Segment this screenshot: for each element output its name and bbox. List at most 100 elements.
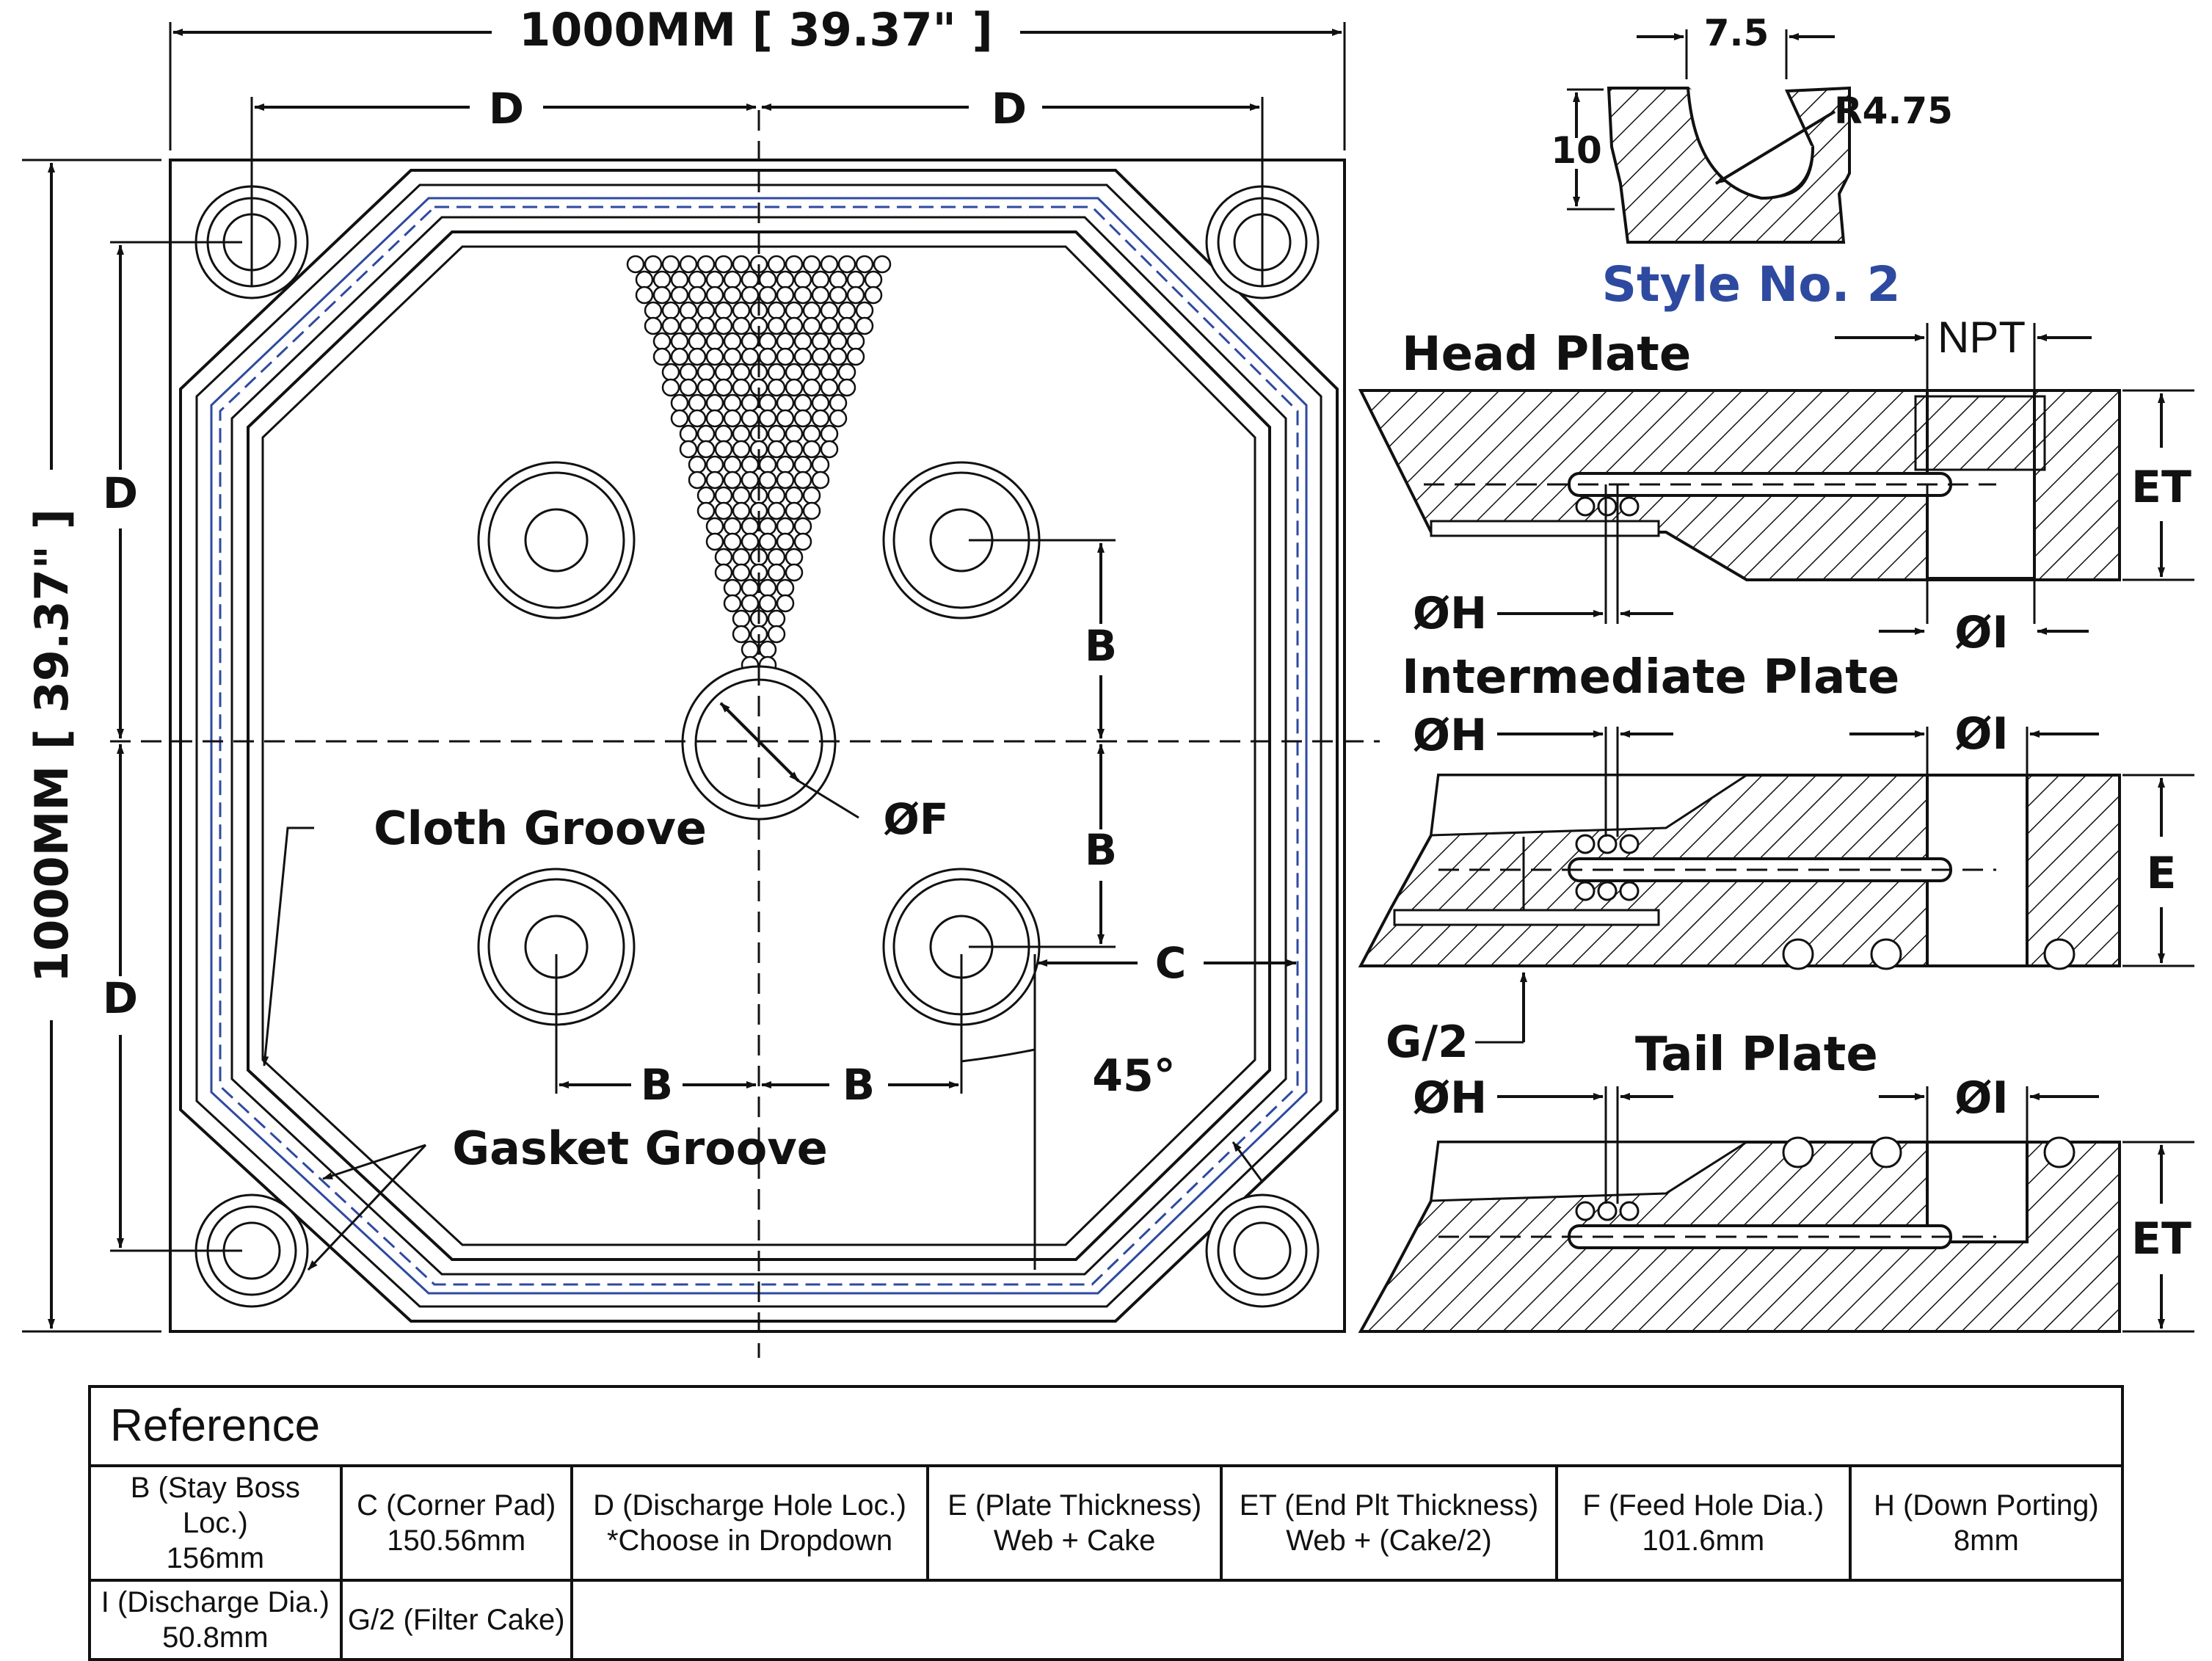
drain-dot [714,548,733,567]
drain-dot [855,301,874,320]
drain-dot [820,301,839,320]
drain-dot [705,517,724,536]
drain-dot [758,409,777,428]
drain-dot [723,532,742,551]
ref-cell-et: ET (End Plt Thickness)Web + (Cake/2) [1220,1464,1558,1582]
drain-dot [741,347,760,366]
drain-dot [661,316,680,335]
drain-dot [846,347,865,366]
drain-dot [732,486,751,505]
ref-cell-f: F (Feed Hole Dia.)101.6mm [1554,1464,1852,1582]
ref-cell-g2: G/2 (Filter Cake) [339,1579,573,1661]
et-label-head: ET [2131,462,2191,513]
drain-dot [820,440,839,459]
drain-dot [688,409,707,428]
drain-dot [741,578,760,597]
drain-dot [732,501,751,520]
drain-dot [820,378,839,397]
drain-dot [688,393,707,412]
phi-h-label-tail: ØH [1413,1072,1487,1124]
tail-plate-title: Tail Plate [1635,1028,1878,1082]
drain-dot [696,424,716,443]
drain-dot [714,378,733,397]
drain-dot [688,347,707,366]
drain-dot [802,301,821,320]
drain-dot [652,286,672,305]
phi-h-label-inter: ØH [1413,710,1487,761]
drain-dot [741,393,760,412]
plate-labels: 1000MM [ 39.37" ] D D 1000MM [ 39.37" ] … [25,3,1186,1175]
drain-dot [705,286,724,305]
drain-dot [776,332,795,351]
drain-dot [758,470,777,490]
height-dimension-label: 1000MM [ 39.37" ] [25,509,79,983]
drain-dot [758,455,777,474]
drain-dot [820,424,839,443]
drain-dot [758,640,777,659]
ref-cell-h: H (Down Porting)8mm [1848,1464,2125,1582]
drain-dot [758,532,777,551]
drain-dot [679,301,698,320]
drain-dot [864,270,883,289]
drain-dot [723,517,742,536]
drain-dot [785,301,804,320]
drain-dot [785,316,804,335]
tail-plate-section: Tail Plate ET ØH ØI [1358,1028,2194,1333]
drain-dot [732,563,751,582]
drain-dot [714,301,733,320]
drain-dot [741,409,760,428]
drain-dot [723,455,742,474]
drain-dot [802,501,821,520]
drain-dot [714,316,733,335]
drain-dot [758,332,777,351]
drain-dot [670,332,689,351]
ref-cell-c: C (Corner Pad)150.56mm [339,1464,573,1582]
ref-cell-d: D (Discharge Hole Loc.)*Choose in Dropdo… [570,1464,930,1582]
reference-title: Reference [88,1385,2124,1467]
drain-dot [635,270,654,289]
drain-dot [811,470,830,490]
drain-dot [696,440,716,459]
drain-dot [785,563,804,582]
drain-dot [741,455,760,474]
drain-dot [767,255,786,274]
drain-dot [758,578,777,597]
drain-dot [767,424,786,443]
drain-dot [776,470,795,490]
drain-dot [785,424,804,443]
drain-dot [776,286,795,305]
drain-dot [741,286,760,305]
c-label: C [1155,938,1187,988]
ref-cell-e: E (Plate Thickness)Web + Cake [926,1464,1223,1582]
drain-dot [732,378,751,397]
drain-dot [696,316,716,335]
drain-dot [679,363,698,382]
ref-cell-empty [570,1579,2125,1661]
drain-dot [776,393,795,412]
drain-dot [776,594,795,613]
drain-dot [723,594,742,613]
drain-dot [837,363,856,382]
head-plate-title: Head Plate [1402,327,1691,382]
drain-dot [811,332,830,351]
drain-dot [811,347,830,366]
head-plate-section: Head Plate NPT ET ØH ØI [1358,313,2194,658]
drain-dot [846,286,865,305]
drain-dot [767,625,786,644]
drain-dot [723,270,742,289]
drain-dot [732,625,751,644]
drain-dot [661,255,680,274]
drain-dot [741,532,760,551]
drain-dot [829,270,848,289]
drain-dot [696,501,716,520]
phi-i-label-tail: ØI [1954,1072,2008,1124]
drain-dot [802,440,821,459]
drain-dot [758,286,777,305]
intermediate-plate-section: Intermediate Plate E ØH ØI G/2 [1358,650,2194,1068]
drain-dot [732,548,751,567]
gasket-groove-label: Gasket Groove [452,1122,828,1175]
drain-dot [811,286,830,305]
drain-dot [652,270,672,289]
drain-dot [652,347,672,366]
